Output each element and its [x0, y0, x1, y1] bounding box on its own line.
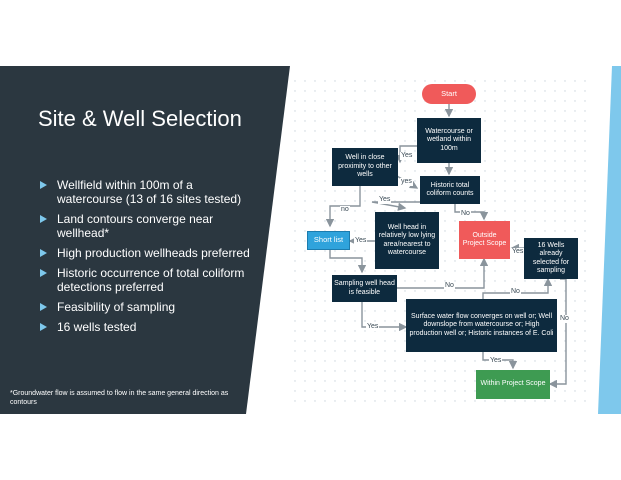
bullet-list: Wellfield within 100m of a watercourse (… — [38, 178, 258, 340]
bullet-triangle-icon — [40, 181, 47, 189]
bullet-triangle-icon — [40, 303, 47, 311]
edge-shortlist-feasible — [329, 250, 367, 274]
bullet-text: High production wellheads preferred — [57, 246, 250, 260]
dark-title-panel — [0, 66, 290, 414]
bullet-text: Land contours converge near wellhead* — [57, 212, 214, 240]
edge-coliform-wellhead — [371, 201, 420, 211]
bullet-item: Land contours converge near wellhead* — [38, 212, 258, 240]
edge-feasible-outside — [397, 257, 489, 289]
edge-label-wellhead-yes: Yes — [354, 237, 368, 245]
edge-feasible-surface — [361, 302, 408, 332]
edge-label-feasible-no: No — [444, 282, 455, 290]
edge-wells-within — [548, 278, 567, 389]
edge-label-coliform-no: No — [460, 210, 471, 218]
edge-label-coliform-yes: Yes — [378, 196, 392, 204]
bullet-item: Feasibility of sampling — [38, 300, 258, 314]
bullet-text: Wellfield within 100m of a watercourse (… — [57, 178, 242, 206]
node-close-proximity: Well in close proximity to other wells — [332, 148, 398, 186]
node-outside-scope: Outside Project Scope — [459, 221, 510, 259]
bullet-text: Feasibility of sampling — [57, 300, 176, 314]
edge-label-proximity-no: no — [340, 206, 350, 214]
node-within-scope: Within Project Scope — [476, 370, 550, 399]
bullet-triangle-icon — [40, 323, 47, 331]
edge-label-wells-yes: Yes — [511, 248, 525, 256]
edge-label-wells-no: No — [559, 315, 570, 323]
edge-label-surface-yes: Yes — [489, 357, 503, 365]
node-short-list: Short list — [307, 231, 350, 250]
node-surface-flow: Surface water flow converges on well or;… — [406, 299, 557, 352]
bullet-item: 16 wells tested — [38, 320, 258, 334]
node-wells-selected: 16 Wells already selected for sampling — [524, 238, 578, 279]
node-sampling-feasible: Sampling well head is feasible — [332, 275, 397, 302]
node-wellhead-low: Well head in relatively low lying area/n… — [375, 212, 439, 269]
bullet-text: 16 wells tested — [57, 320, 137, 334]
node-watercourse: Watercourse or wetland within 100m — [417, 118, 481, 163]
bullet-item: Historic occurrence of total coliform de… — [38, 266, 258, 294]
node-historic-coliform: Historic total coliform counts — [420, 176, 480, 204]
edge-label-feasible-yes: Yes — [366, 323, 380, 331]
bullet-triangle-icon — [40, 215, 47, 223]
node-start: Start — [422, 84, 476, 104]
slide-title: Site & Well Selection — [38, 106, 242, 131]
bullet-triangle-icon — [40, 269, 47, 277]
bullet-item: Wellfield within 100m of a watercourse (… — [38, 178, 258, 206]
bullet-text: Historic occurrence of total coliform de… — [57, 266, 245, 294]
slide: Site & Well Selection Wellfield within 1… — [0, 66, 621, 414]
edge-label-surface-no: No — [510, 288, 521, 296]
accent-stripe — [598, 66, 621, 414]
edge-label-proximity-yes: yes — [400, 178, 413, 186]
footnote: *Groundwater flow is assumed to flow in … — [10, 390, 229, 406]
bullet-triangle-icon — [40, 249, 47, 257]
bullet-item: High production wellheads preferred — [38, 246, 258, 260]
edge-label-watercourse-yes: Yes — [400, 152, 414, 160]
